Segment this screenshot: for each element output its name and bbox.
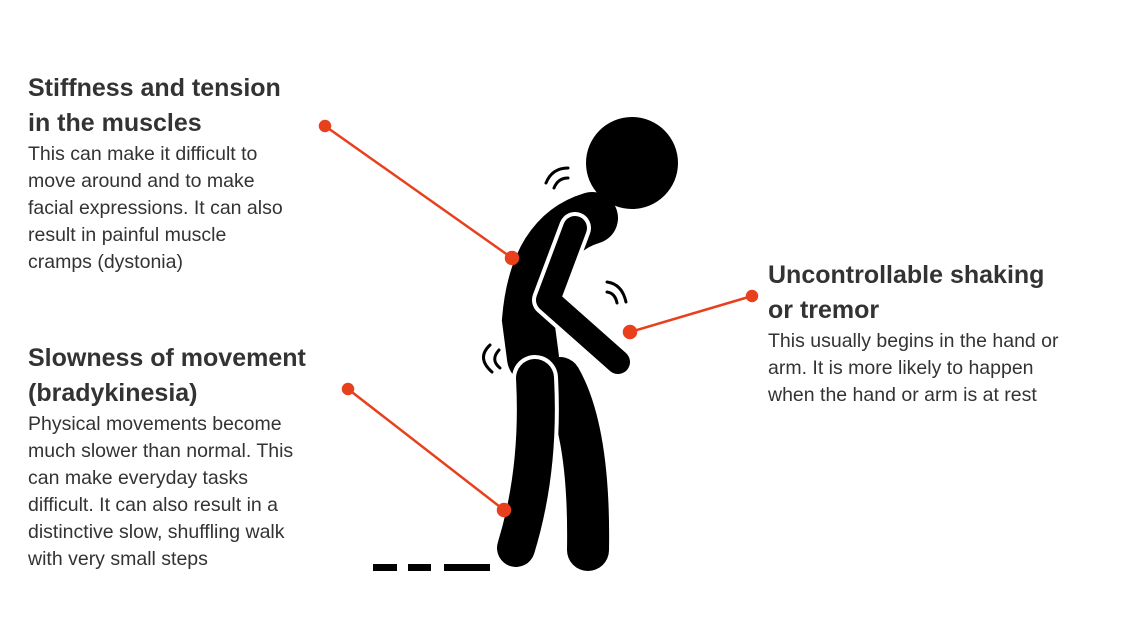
desc-line: facial expressions. It can also	[28, 197, 283, 219]
title-line: in the muscles	[28, 109, 202, 137]
arm	[536, 216, 630, 374]
ground-dashes	[373, 564, 490, 571]
title-line: (bradykinesia)	[28, 379, 198, 407]
desc-line: This can make it difficult to	[28, 143, 258, 165]
symptom-title: Uncontrollable shaking or tremor	[768, 258, 1059, 328]
title-line: Uncontrollable shaking	[768, 261, 1045, 289]
desc-line: This usually begins in the hand or	[768, 330, 1059, 352]
symptom-slowness: Slowness of movement (bradykinesia) Phys…	[28, 341, 306, 573]
desc-line: arm. It is more likely to happen	[768, 357, 1034, 379]
tremor-marks	[482, 166, 628, 374]
desc-line: much slower than normal. This	[28, 440, 294, 462]
desc-line: can make everyday tasks	[28, 467, 249, 489]
desc-line: with very small steps	[28, 548, 208, 570]
head	[586, 117, 678, 209]
symptom-stiffness: Stiffness and tension in the muscles Thi…	[28, 71, 283, 276]
symptom-description: Physical movements become much slower th…	[28, 411, 306, 573]
desc-line: move around and to make	[28, 170, 255, 192]
symptom-title: Slowness of movement (bradykinesia)	[28, 341, 306, 411]
desc-line: Physical movements become	[28, 413, 282, 435]
desc-line: when the hand or arm is at rest	[768, 384, 1037, 406]
desc-line: difficult. It can also result in a	[28, 494, 279, 516]
rear-leg	[539, 357, 610, 571]
symptom-tremor: Uncontrollable shaking or tremor This us…	[768, 258, 1059, 409]
symptom-description: This can make it difficult to move aroun…	[28, 141, 283, 276]
symptom-title: Stiffness and tension in the muscles	[28, 71, 283, 141]
callout-lines	[318, 119, 759, 518]
title-line: Stiffness and tension	[28, 74, 281, 102]
symptom-description: This usually begins in the hand or arm. …	[768, 328, 1059, 409]
title-line: or tremor	[768, 296, 880, 324]
desc-line: result in painful muscle	[28, 224, 227, 246]
front-leg	[497, 359, 555, 567]
title-line: Slowness of movement	[28, 344, 306, 372]
stooped-person-figure	[493, 117, 678, 571]
desc-line: cramps (dystonia)	[28, 251, 183, 273]
desc-line: distinctive slow, shuffling walk	[28, 521, 285, 543]
